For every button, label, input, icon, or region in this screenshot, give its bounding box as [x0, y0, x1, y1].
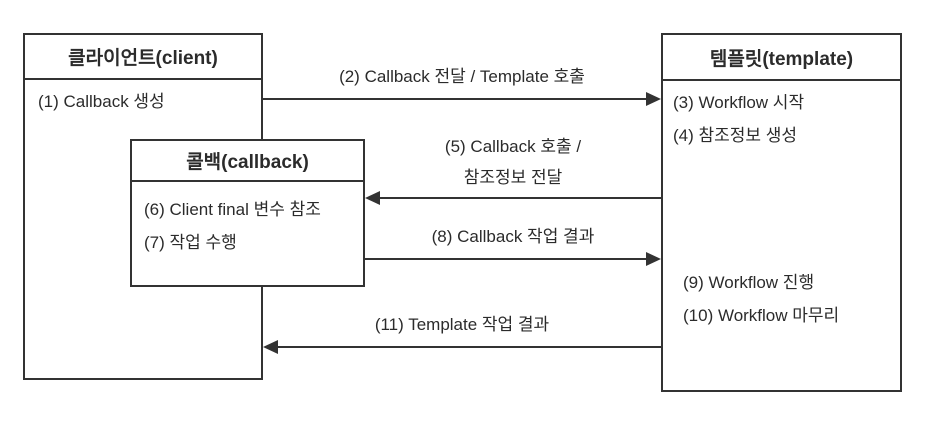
arrow-2-label: (2) Callback 전달 / Template 호출 [339, 67, 585, 86]
arrow-5-label-line2: 참조정보 전달 [463, 168, 563, 187]
arrow-8-label: (8) Callback 작업 결과 [431, 227, 595, 246]
callback-step-7: (7) 작업 수행 [144, 233, 237, 252]
callback-step-6: (6) Client final 변수 참조 [144, 200, 321, 219]
template-step-3: (3) Workflow 시작 [673, 93, 805, 112]
arrow-11-line [277, 346, 661, 348]
arrow-5-label-line1: (5) Callback 호출 / [444, 137, 582, 156]
arrow-2-right-arrowhead-icon [646, 92, 661, 106]
client-box-body: (1) Callback 생성 [25, 80, 261, 115]
arrow-5-left-arrowhead-icon [365, 191, 380, 205]
callback-box: 콜백(callback) (6) Client final 변수 참조 (7) … [130, 139, 365, 287]
arrow-11-label: (11) Template 작업 결과 [374, 315, 550, 334]
template-step-9: (9) Workflow 진행 [683, 273, 815, 292]
client-box-title: 클라이언트(client) [25, 35, 261, 80]
template-box-title: 템플릿(template) [663, 35, 900, 81]
callback-box-body: (6) Client final 변수 참조 (7) 작업 수행 [132, 182, 363, 256]
template-step-4: (4) 참조정보 생성 [673, 126, 798, 145]
template-box-body-bottom: (9) Workflow 진행 (10) Workflow 마무리 [673, 261, 894, 336]
arrow-5-line [379, 197, 661, 199]
arrow-11-left-arrowhead-icon [263, 340, 278, 354]
arrow-8-line [365, 258, 647, 260]
template-box-body-top: (3) Workflow 시작 (4) 참조정보 생성 [663, 81, 900, 149]
arrow-8-right-arrowhead-icon [646, 252, 661, 266]
arrow-2-line [263, 98, 647, 100]
template-box: 템플릿(template) (3) Workflow 시작 (4) 참조정보 생… [661, 33, 902, 392]
template-step-10: (10) Workflow 마무리 [683, 306, 840, 325]
callback-box-title: 콜백(callback) [132, 141, 363, 182]
client-step-1: (1) Callback 생성 [38, 92, 165, 111]
arrow-5-label: (5) Callback 호출 / 참조정보 전달 [365, 134, 661, 191]
